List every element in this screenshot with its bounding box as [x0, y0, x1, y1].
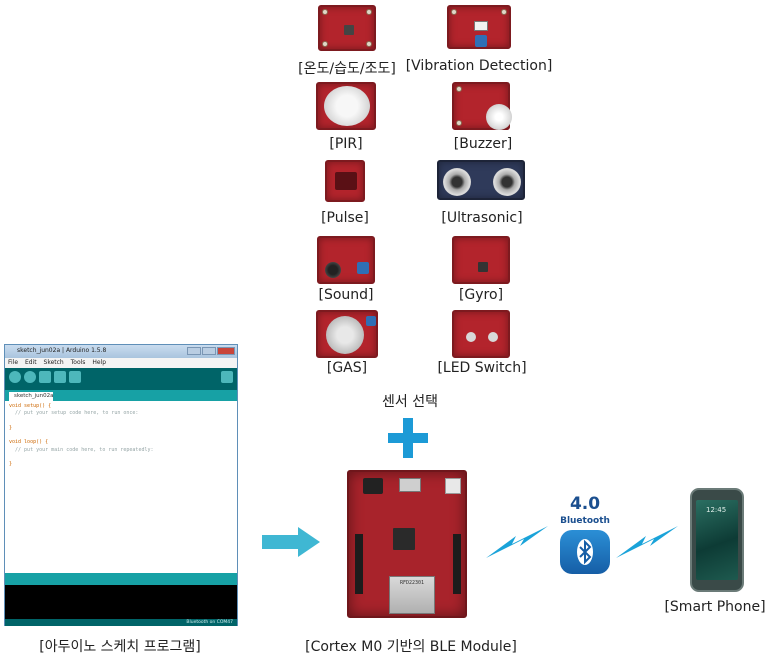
sound-label: [Sound]	[318, 287, 374, 303]
ide-window-title: sketch_jun02a | Arduino 1.5.8	[17, 347, 107, 354]
open-button[interactable]	[54, 371, 66, 383]
minimize-button[interactable]	[187, 347, 201, 355]
bluetooth-version: 4.0	[569, 494, 601, 514]
sound-board	[317, 236, 375, 284]
led-switch-board	[452, 310, 510, 358]
menu-edit[interactable]: Edit	[24, 359, 37, 366]
code-line	[9, 418, 233, 425]
bluetooth-logo: 4.0 Bluetooth	[556, 494, 614, 582]
phone-screen: 12:45	[696, 500, 738, 580]
ide-titlebar: sketch_jun02a | Arduino 1.5.8	[5, 345, 237, 358]
pir-label: [PIR]	[329, 136, 363, 152]
bluetooth-icon	[577, 539, 593, 565]
buzzer-board	[452, 82, 512, 130]
code-line: }	[9, 424, 13, 431]
smartphone: 12:45	[690, 488, 744, 592]
code-line	[9, 454, 233, 461]
phone-clock: 12:45	[706, 506, 727, 514]
close-button[interactable]	[217, 347, 235, 355]
right-arrow-icon	[262, 527, 320, 557]
verify-button[interactable]	[9, 371, 21, 383]
serial-monitor-button[interactable]	[221, 371, 233, 383]
mcu-chip	[393, 528, 415, 550]
pulse-board	[325, 160, 365, 202]
code-line	[9, 432, 233, 439]
gas-board	[316, 310, 378, 358]
code-line: }	[9, 461, 13, 468]
pulse-label: [Pulse]	[321, 210, 369, 226]
menu-sketch[interactable]: Sketch	[43, 359, 64, 366]
ide-footer: Bluetooth on COM47	[5, 619, 237, 626]
menu-help[interactable]: Help	[92, 359, 107, 366]
pin-header-left	[355, 534, 363, 594]
ble-module-caption: [Cortex M0 기반의 BLE Module]	[305, 639, 517, 655]
upload-button[interactable]	[24, 371, 36, 383]
pir-board	[316, 82, 376, 130]
code-line: // put your setup code here, to run once…	[9, 410, 139, 417]
maximize-button[interactable]	[202, 347, 216, 355]
gyro-board	[452, 236, 510, 284]
ide-tabsbar: sketch_jun02a	[5, 390, 237, 401]
rf-chip-label: RFD22301	[399, 580, 425, 586]
wireless-signal-icon	[616, 526, 678, 558]
header-right	[445, 478, 461, 494]
menu-tools[interactable]: Tools	[70, 359, 86, 366]
ide-toolbar	[5, 368, 237, 390]
smartphone-caption: [Smart Phone]	[664, 599, 766, 615]
vibration-board	[447, 5, 511, 49]
buzzer-label: [Buzzer]	[453, 136, 513, 152]
code-editor[interactable]: void setup() { // put your setup code he…	[5, 401, 237, 573]
vibration-label: [Vibration Detection]	[405, 58, 553, 74]
menu-file[interactable]: File	[8, 359, 19, 366]
code-line: void setup() {	[9, 403, 52, 409]
plus-icon	[388, 418, 428, 458]
bluetooth-brand: Bluetooth	[560, 516, 610, 526]
ble-module-board: RFD22301	[347, 470, 467, 618]
new-button[interactable]	[39, 371, 51, 383]
tab-sketch[interactable]: sketch_jun02a	[9, 392, 54, 401]
gas-label: [GAS]	[326, 360, 368, 376]
arduino-ide-window: sketch_jun02a | Arduino 1.5.8 File Edit …	[4, 344, 238, 626]
ultrasonic-label: [Ultrasonic]	[441, 210, 523, 226]
code-line: void loop() {	[9, 439, 49, 446]
led-switch-label: [LED Switch]	[437, 360, 527, 376]
gyro-label: [Gyro]	[458, 287, 504, 303]
temp-humidity-light-board	[318, 5, 376, 51]
code-line: // put your main code here, to run repea…	[9, 446, 154, 453]
ide-console	[5, 585, 237, 619]
ultrasonic-board	[437, 160, 525, 200]
ide-menubar: File Edit Sketch Tools Help	[5, 358, 237, 368]
ide-status-bar	[5, 573, 237, 585]
temp-humidity-light-label: [온도/습도/조도]	[298, 61, 396, 77]
usb-connector	[399, 478, 421, 492]
arduino-caption: [아두이노 스케치 프로그램]	[39, 639, 201, 655]
pin-header-right	[453, 534, 461, 594]
rf-module: RFD22301	[389, 576, 435, 614]
power-jack	[363, 478, 383, 494]
wireless-signal-icon	[486, 526, 548, 558]
save-button[interactable]	[69, 371, 81, 383]
sensor-select-label: 센서 선택	[382, 394, 438, 410]
